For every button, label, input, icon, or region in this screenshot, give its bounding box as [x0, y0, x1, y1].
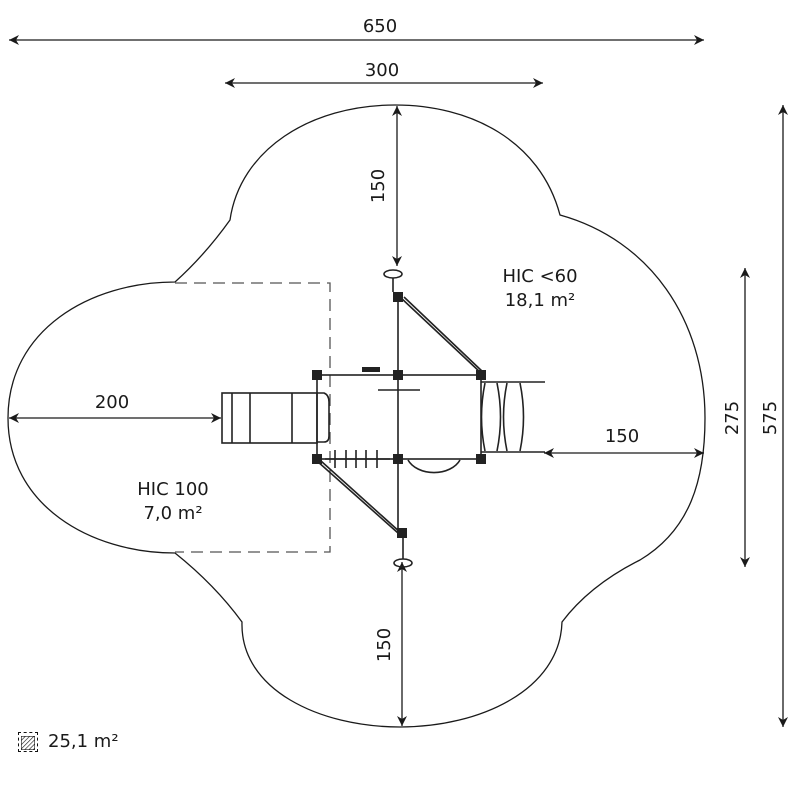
dim-label-200: 200: [95, 392, 129, 413]
safety-zone-outline: [7, 104, 706, 728]
dim-label-575: 575: [760, 401, 781, 435]
dim-label-bottom-150: 150: [374, 628, 395, 662]
posts: [312, 292, 486, 538]
zone-main-area: 18,1 m²: [505, 290, 576, 311]
dim-label-top-150: 150: [368, 169, 389, 203]
zone-slide-hic: HIC 100: [137, 479, 209, 500]
slide-zone-dashed: [175, 282, 331, 553]
hatched-square-icon: [18, 731, 38, 752]
play-structure: [221, 269, 545, 568]
zone-main-hic: HIC <60: [502, 266, 577, 287]
dim-label-275: 275: [722, 401, 743, 435]
legend-total-area: 25,1 m²: [48, 731, 119, 752]
dim-label-300: 300: [365, 60, 399, 81]
dim-label-right-150: 150: [605, 426, 639, 447]
slide: [221, 392, 330, 444]
zone-slide-area: 7,0 m²: [143, 503, 202, 524]
wave-bridge: [480, 381, 545, 453]
legend: 25,1 m²: [18, 731, 119, 752]
ladder-rungs: [325, 450, 390, 468]
dim-label-650: 650: [363, 16, 397, 37]
